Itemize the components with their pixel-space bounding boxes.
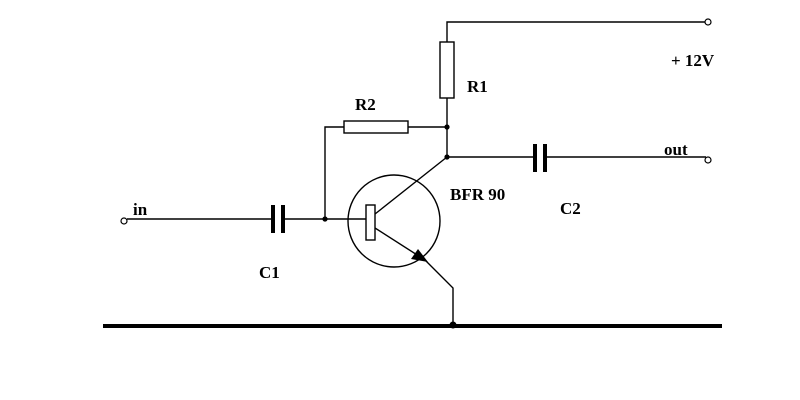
junction-ground (449, 321, 457, 329)
supply-label: + 12V (671, 51, 715, 70)
junction-r1-r2 (444, 124, 450, 130)
c1-label: C1 (259, 263, 280, 282)
resistor-r1 (439, 41, 455, 99)
input-terminal[interactable] (120, 217, 128, 225)
supply-wire (446, 21, 706, 42)
c2-label: C2 (560, 199, 581, 218)
emitter-arrow-icon (411, 249, 428, 262)
output-label: out (664, 140, 688, 159)
resistor-r2 (343, 120, 409, 134)
emitter-to-ground-wire (424, 259, 454, 326)
collector-lead (374, 156, 448, 215)
junction-base (322, 216, 328, 222)
supply-terminal[interactable] (704, 18, 712, 26)
transistor-base-bar (365, 204, 376, 241)
r1-label: R1 (467, 77, 488, 96)
transistor-label: BFR 90 (450, 185, 505, 204)
r2-left-wire (324, 126, 344, 219)
r2-label: R2 (355, 95, 376, 114)
output-terminal[interactable] (704, 156, 712, 164)
transistor-envelope (347, 174, 441, 268)
input-label: in (133, 200, 148, 219)
transistor-bfr90 (347, 156, 454, 326)
